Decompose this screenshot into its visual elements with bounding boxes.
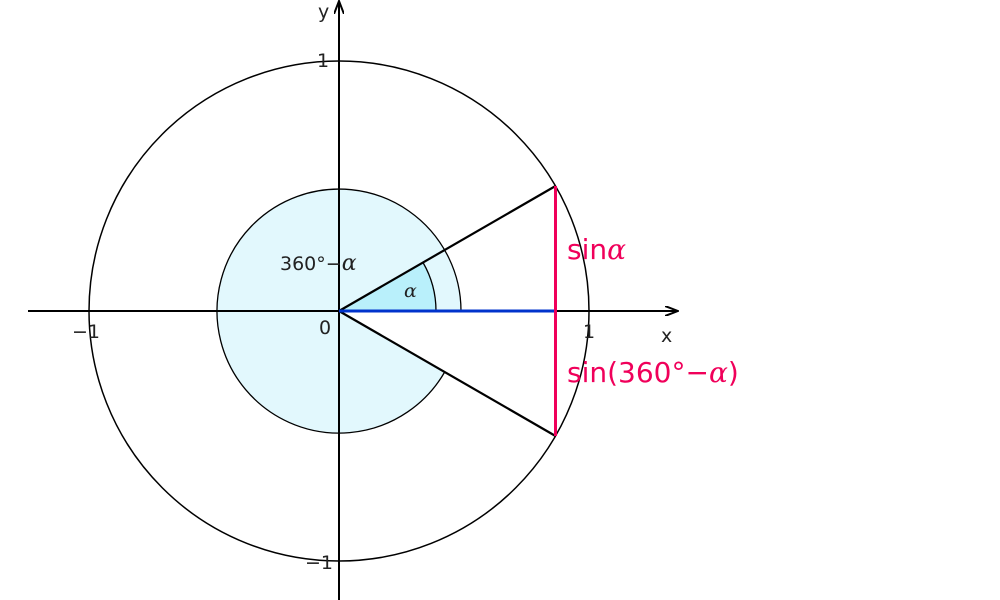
sin-alpha: α [607, 233, 626, 266]
sin-reflex-alpha: α [709, 356, 728, 389]
reflex-alpha: α [342, 251, 357, 276]
x-axis-label: x [661, 325, 672, 347]
radius-reflex [338, 310, 557, 437]
y-axis-label: y [318, 1, 329, 23]
sin-reflex-label: sin(360°−α) [567, 356, 739, 389]
radius-alpha [338, 185, 557, 312]
x-tick-1: 1 [583, 321, 595, 343]
x-tick-neg1: −1 [72, 321, 100, 343]
sin-alpha-label: sinα [567, 233, 626, 266]
sin-prefix: sin [567, 233, 607, 266]
reflex-prefix: 360°− [280, 253, 342, 275]
y-tick-neg1: −1 [305, 552, 333, 574]
sin-reflex-suffix: ) [728, 356, 739, 389]
origin-label: 0 [319, 317, 331, 339]
alpha-label: α [404, 280, 417, 302]
reflex-angle-label: 360°−α [280, 251, 357, 276]
sin-reflex-prefix: sin(360°− [567, 356, 709, 389]
y-tick-1: 1 [317, 50, 329, 72]
